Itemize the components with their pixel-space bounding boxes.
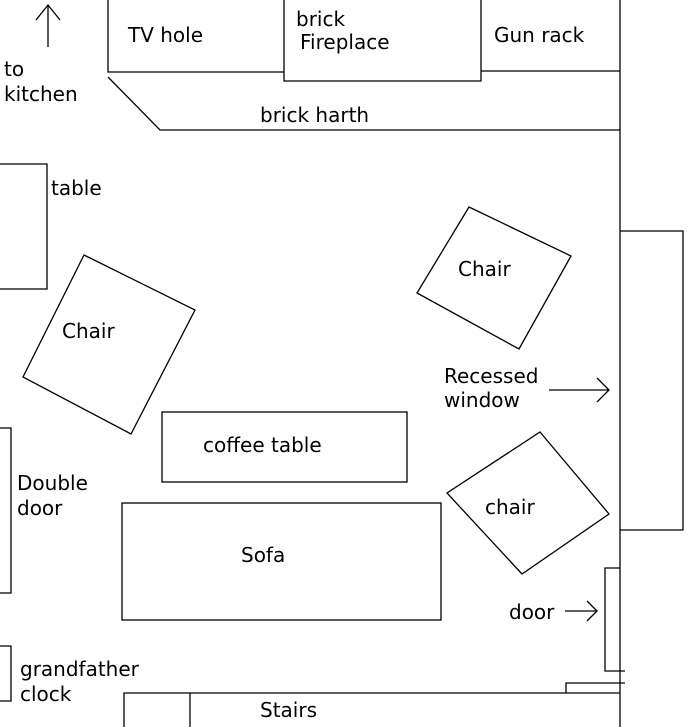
to-kitchen-label: to kitchen <box>4 57 78 106</box>
chair-left-label: Chair <box>62 319 115 343</box>
double-door: Double door <box>0 427 94 594</box>
stairs-label: Stairs <box>260 698 317 722</box>
hearth-label: brick harth <box>260 103 369 127</box>
table: table <box>0 163 102 290</box>
right-arrow-icon <box>549 377 610 403</box>
chair-left: Chair <box>22 254 196 435</box>
tv-hole: TV hole <box>107 0 284 73</box>
brick-hearth: brick harth <box>107 76 620 131</box>
chair-lower-label: chair <box>485 495 535 519</box>
stairs: Stairs <box>123 682 625 727</box>
door-label: door <box>509 600 555 624</box>
fireplace: brick Fireplace <box>283 0 482 82</box>
up-arrow-icon <box>35 3 61 47</box>
chair-right: Chair <box>416 206 572 350</box>
fireplace-label: brick Fireplace <box>296 7 390 54</box>
door-arrow-icon <box>565 600 598 622</box>
door: door <box>509 567 625 672</box>
gun-rack: Gun rack <box>481 23 620 72</box>
grandfather-clock: grandfather clock <box>0 645 145 706</box>
chair-lower: chair <box>446 431 610 575</box>
double-door-label: Double door <box>17 471 94 520</box>
sofa-label: Sofa <box>241 543 285 567</box>
coffee-table-label: coffee table <box>203 433 322 457</box>
recessed-window <box>620 230 684 531</box>
tv-hole-label: TV hole <box>127 23 203 47</box>
coffee-table: coffee table <box>161 411 408 483</box>
gun-rack-label: Gun rack <box>494 23 585 47</box>
recessed-window-label: Recessed window <box>444 364 545 412</box>
grandfather-clock-label: grandfather clock <box>20 657 145 706</box>
chair-right-label: Chair <box>458 257 511 281</box>
table-label: table <box>51 176 102 200</box>
sofa: Sofa <box>121 502 442 621</box>
